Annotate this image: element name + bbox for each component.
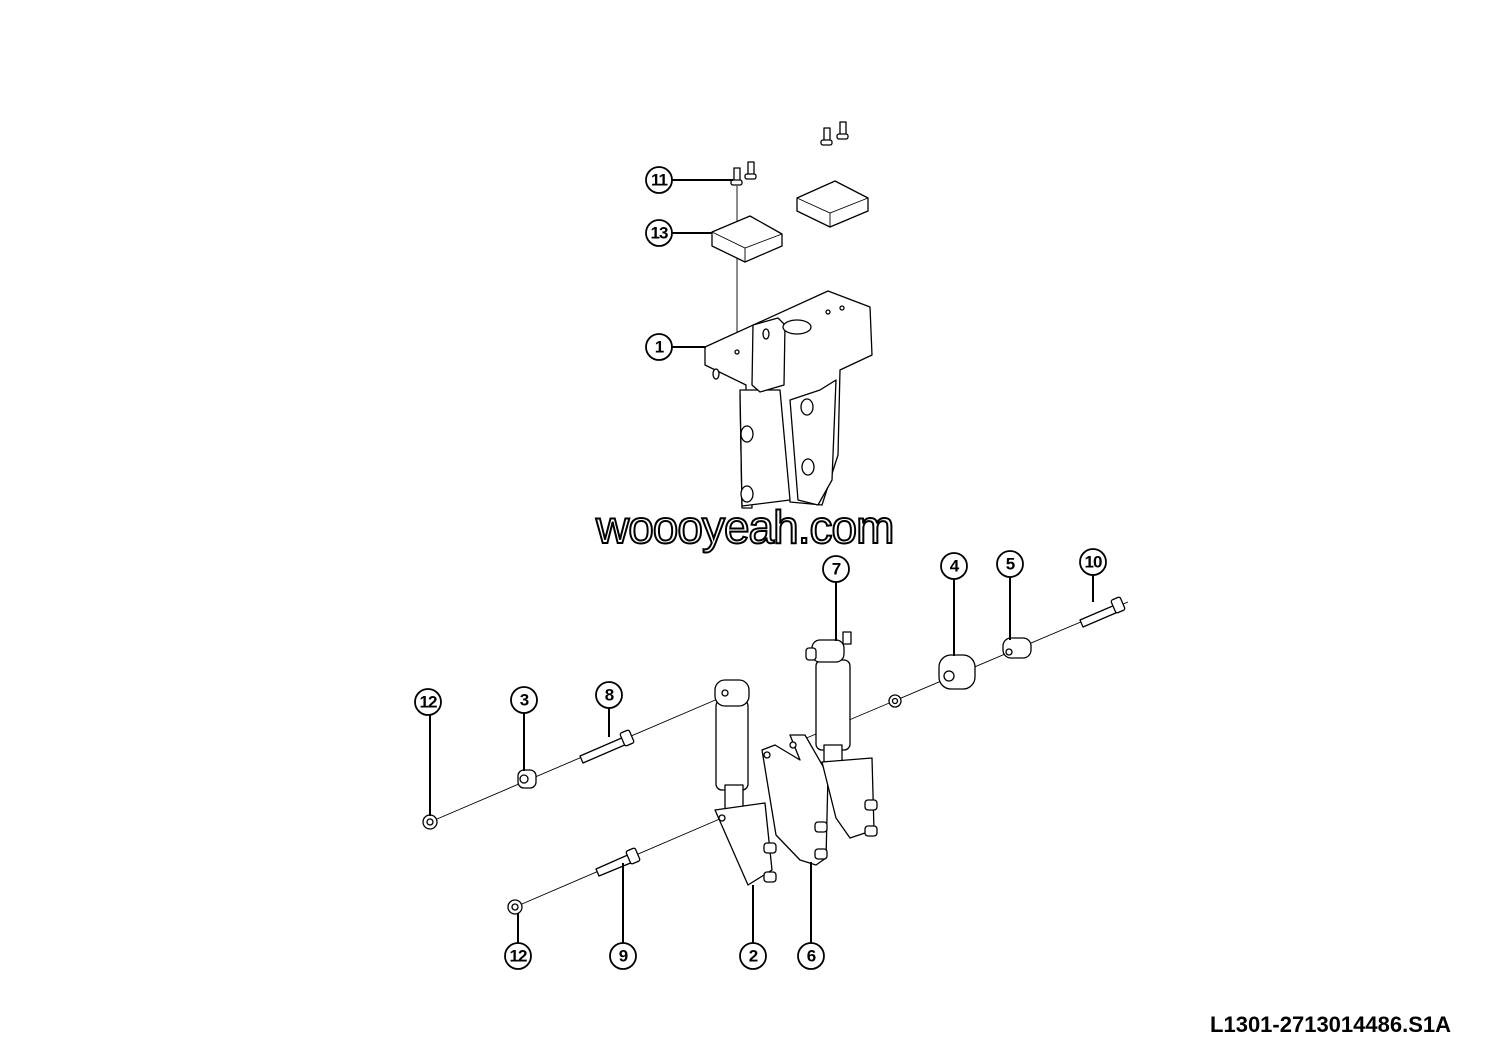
pad-13 bbox=[711, 180, 869, 263]
bolt-10 bbox=[1079, 596, 1126, 628]
spacer-5 bbox=[1002, 637, 1032, 659]
svg-text:1: 1 bbox=[655, 338, 664, 357]
bracket-6 bbox=[761, 734, 829, 866]
bolt-9 bbox=[595, 847, 641, 877]
svg-text:13: 13 bbox=[651, 224, 668, 243]
callout-10: 10 bbox=[1079, 548, 1107, 576]
bolt-8 bbox=[579, 729, 635, 764]
leader-lines bbox=[429, 179, 1094, 943]
svg-text:3: 3 bbox=[520, 691, 529, 710]
callout-13: 13 bbox=[645, 219, 673, 247]
nut-12 bbox=[422, 814, 438, 830]
callout-12: 12 bbox=[414, 688, 442, 716]
svg-text:2: 2 bbox=[749, 947, 758, 966]
svg-text:9: 9 bbox=[619, 947, 628, 966]
callout-12: 12 bbox=[504, 942, 532, 970]
bushing-4 bbox=[938, 654, 976, 690]
callout-9: 9 bbox=[609, 942, 637, 970]
svg-text:8: 8 bbox=[605, 686, 614, 705]
svg-text:10: 10 bbox=[1085, 553, 1102, 572]
nut-small bbox=[888, 694, 902, 708]
svg-text:6: 6 bbox=[807, 947, 816, 966]
watermark: woooyeah.com bbox=[595, 500, 895, 554]
svg-text:12: 12 bbox=[510, 947, 527, 966]
callout-6: 6 bbox=[797, 942, 825, 970]
svg-text:12: 12 bbox=[420, 693, 437, 712]
screw-11 bbox=[730, 121, 849, 186]
callout-3: 3 bbox=[510, 686, 538, 714]
callout-5: 5 bbox=[996, 550, 1024, 578]
callout-1: 1 bbox=[645, 333, 673, 361]
callout-7: 7 bbox=[822, 555, 850, 583]
spacer-3 bbox=[517, 769, 537, 789]
gas-strut-2 bbox=[714, 679, 777, 886]
callout-4: 4 bbox=[940, 552, 968, 580]
callout-8: 8 bbox=[595, 681, 623, 709]
svg-text:4: 4 bbox=[950, 557, 960, 576]
svg-text:7: 7 bbox=[832, 560, 841, 579]
gas-strut-7 bbox=[805, 631, 878, 839]
svg-text:11: 11 bbox=[651, 171, 668, 190]
callout-2: 2 bbox=[739, 942, 767, 970]
bracket-1 bbox=[704, 290, 873, 509]
svg-text:5: 5 bbox=[1006, 555, 1015, 574]
callout-11: 11 bbox=[645, 166, 673, 194]
nut-12 bbox=[507, 899, 523, 915]
drawing-code: L1301-2713014486.S1A bbox=[1210, 1012, 1451, 1037]
